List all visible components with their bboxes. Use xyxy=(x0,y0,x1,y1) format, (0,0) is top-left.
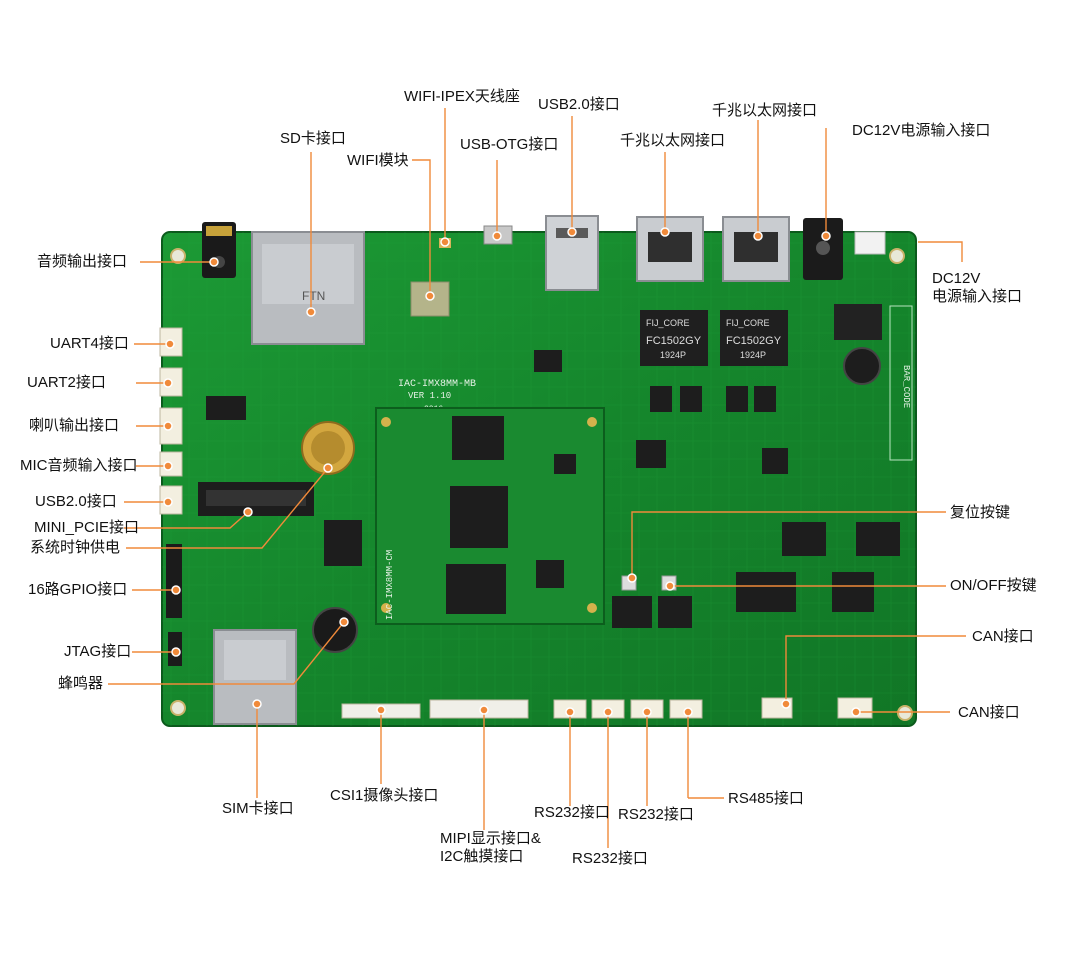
label-rtc-power: 系统时钟供电 xyxy=(30,539,121,556)
label-gpio16: 16路GPIO接口 xyxy=(28,581,128,598)
label-mini-pcie: MINI_PCIE接口 xyxy=(34,519,140,536)
buzzer-part xyxy=(312,607,358,653)
label-rs232-3: RS232接口 xyxy=(572,850,648,867)
callout-dots xyxy=(163,227,861,717)
label-jtag: JTAG接口 xyxy=(64,643,132,660)
label-speaker: 喇叭输出接口 xyxy=(29,417,120,434)
left-ic-2 xyxy=(324,520,362,566)
label-mipi-1: MIPI显示接口& xyxy=(440,830,541,847)
label-usb20-top: USB2.0接口 xyxy=(538,96,620,113)
magnetics-chip-1: FIJ_CORE FC1502GY 1924P xyxy=(640,310,708,366)
label-mic: MIC音频输入接口 xyxy=(20,457,138,474)
label-can-2: CAN接口 xyxy=(958,704,1020,721)
label-csi1: CSI1摄像头接口 xyxy=(330,787,439,804)
label-uart2: UART2接口 xyxy=(27,374,106,391)
silk-version: VER 1.10 xyxy=(408,391,451,401)
label-wifi-ipex: WIFI-IPEX天线座 xyxy=(404,88,520,105)
label-buzzer: 蜂鸣器 xyxy=(58,675,104,692)
magnetics-chip-2: FIJ_CORE FC1502GY 1924P xyxy=(720,310,788,366)
audio-jack xyxy=(202,222,236,278)
dc12v-connector xyxy=(854,231,886,255)
label-dc12v-right-1: DC12V xyxy=(932,270,981,287)
sd-card-slot: FTN xyxy=(251,231,365,345)
label-rs485: RS485接口 xyxy=(728,790,804,807)
silk-barcode: BAR_CODE xyxy=(901,365,911,408)
callout-lines xyxy=(108,108,966,848)
label-audio-out: 音频输出接口 xyxy=(37,253,128,270)
label-mipi-2: I2C触摸接口 xyxy=(440,848,524,865)
chip1-model: FC1502GY xyxy=(646,335,702,347)
label-rs232-2: RS232接口 xyxy=(618,806,694,823)
left-ic-1 xyxy=(206,396,246,420)
label-uart4: UART4接口 xyxy=(50,335,129,352)
som-silk: IAC-IMX8MM-CM xyxy=(385,550,395,620)
label-rs232-1: RS232接口 xyxy=(534,804,610,821)
chip2-brand: FIJ_CORE xyxy=(726,318,770,328)
electrolytic-capacitor xyxy=(843,347,881,385)
chip1-date: 1924P xyxy=(660,350,686,360)
label-usb20-left: USB2.0接口 xyxy=(35,493,117,510)
misc-ics xyxy=(534,350,900,628)
sim-holder xyxy=(213,629,297,725)
label-dc12v-top: DC12V电源输入接口 xyxy=(852,122,991,139)
chip2-model: FC1502GY xyxy=(726,335,782,347)
barcode-area xyxy=(889,305,913,461)
mounting-holes xyxy=(170,248,913,721)
dc-power-jack xyxy=(803,218,843,280)
gpio-header xyxy=(166,544,182,618)
mipi-connector xyxy=(429,699,529,719)
chip1-brand: FIJ_CORE xyxy=(646,318,690,328)
core-module: IAC-IMX8MM-CM xyxy=(375,407,605,625)
label-reset-key: 复位按键 xyxy=(950,504,1011,521)
label-gbe-2: 千兆以太网接口 xyxy=(712,102,818,119)
rtc-battery xyxy=(301,421,355,475)
label-gbe-1: 千兆以太网接口 xyxy=(620,132,726,149)
label-usb-otg: USB-OTG接口 xyxy=(460,136,559,153)
silk-model: IAC-IMX8MM-MB xyxy=(398,379,476,390)
label-sim: SIM卡接口 xyxy=(222,800,294,817)
sd-slot-mark: FTN xyxy=(302,289,325,303)
label-onoff-key: ON/OFF按键 xyxy=(950,577,1037,594)
ethernet-port-2 xyxy=(722,216,790,282)
label-wifi-module: WIFI模块 xyxy=(347,152,409,169)
label-sd-card: SD卡接口 xyxy=(280,130,346,147)
power-ic xyxy=(834,304,882,340)
label-dc12v-right-2: 电源输入接口 xyxy=(932,288,1023,305)
label-can-1: CAN接口 xyxy=(972,628,1034,645)
chip2-date: 1924P xyxy=(740,350,766,360)
left-connectors xyxy=(159,327,183,515)
ethernet-port-1 xyxy=(636,216,704,282)
